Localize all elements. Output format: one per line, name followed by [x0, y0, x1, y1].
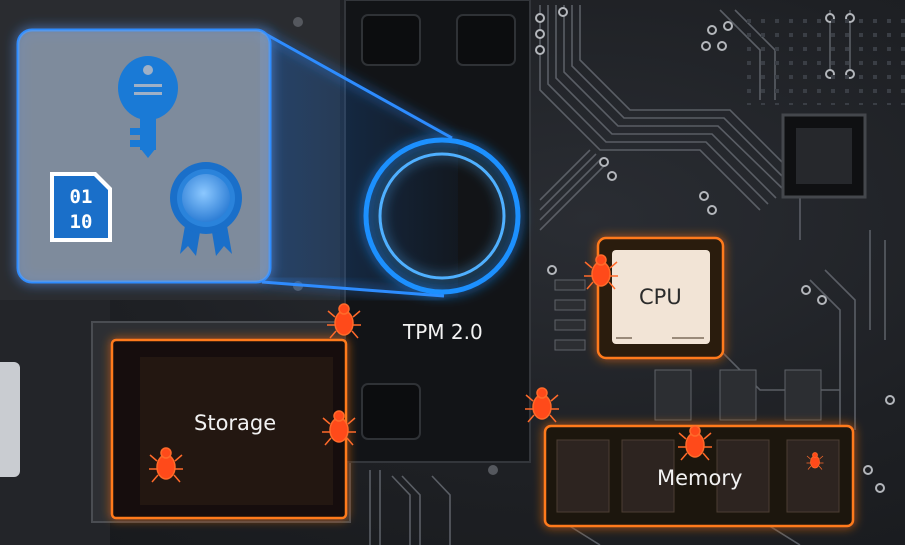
cpu-chip	[612, 250, 710, 344]
storage-label: Storage	[194, 411, 277, 435]
bug-icon	[149, 447, 183, 483]
binary-line-1: 01	[70, 186, 93, 208]
key-icon	[118, 56, 178, 158]
pad-grid	[740, 10, 905, 105]
bug-icon	[678, 425, 712, 461]
bug-icon	[584, 254, 618, 290]
memory-label: Memory	[657, 466, 743, 490]
binary-file-icon: 01 10	[50, 172, 112, 242]
bug-icon	[806, 452, 824, 470]
tpm-ring	[363, 137, 521, 295]
tpm-label: TPM 2.0	[403, 320, 483, 344]
tpm-beam	[260, 32, 458, 298]
bug-icon	[322, 410, 356, 446]
bug-icon	[327, 303, 361, 339]
side-connector	[0, 362, 20, 477]
certificate-badge-icon	[170, 162, 242, 256]
cpu-label: CPU	[639, 285, 682, 309]
binary-line-2: 10	[70, 211, 93, 233]
bug-icon	[525, 387, 559, 423]
